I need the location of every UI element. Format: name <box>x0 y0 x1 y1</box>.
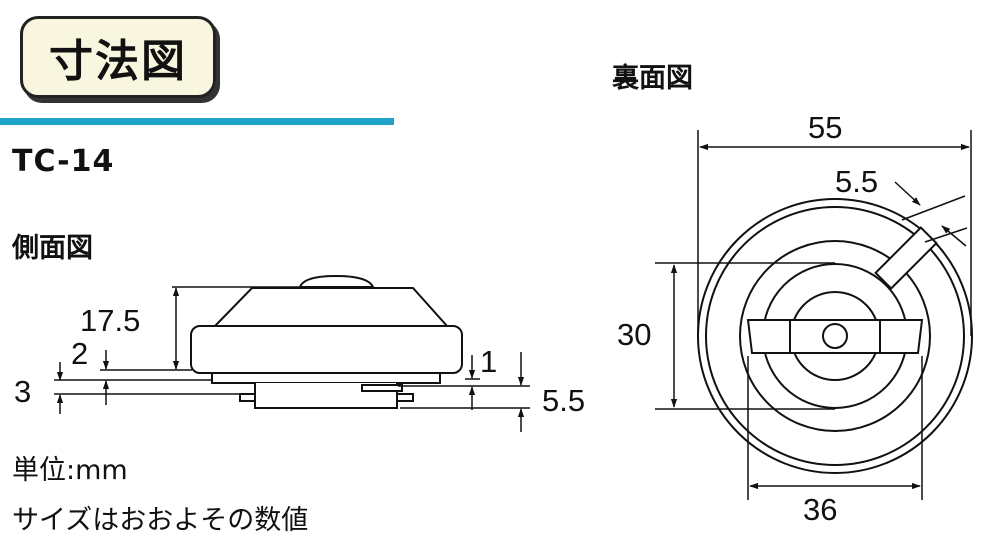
lower-band <box>211 372 441 384</box>
top-knob <box>298 274 375 288</box>
dim-right-base-5-5: 5.5 <box>542 383 585 418</box>
dim-base-3: 3 <box>14 374 31 409</box>
left-tab <box>239 393 256 402</box>
dim-width-36: 36 <box>803 492 837 527</box>
upper-body <box>212 287 450 327</box>
center-hole <box>822 323 848 349</box>
approximate-note: サイズはおおよその数値 <box>12 505 309 536</box>
back-view-label: 裏面図 <box>612 63 693 94</box>
dim-height-17-5: 17.5 <box>80 303 140 338</box>
dim-slot-5-5: 5.5 <box>835 164 878 199</box>
dim-height-30: 30 <box>617 317 651 352</box>
main-body <box>190 325 463 374</box>
right-tab <box>396 393 414 402</box>
unit-note: 単位:mm <box>12 455 128 486</box>
slot <box>874 226 938 290</box>
outer-rim-inner <box>705 206 965 466</box>
side-view-drawing <box>54 274 530 432</box>
ring-outer <box>739 240 931 432</box>
section-title: 寸法図 <box>20 16 216 98</box>
dim-top-offset-2: 2 <box>71 336 88 371</box>
base-plate <box>361 384 403 392</box>
back-view-drawing <box>655 130 973 500</box>
dim-right-top-1: 1 <box>480 344 497 379</box>
section-divider <box>0 118 394 125</box>
dim-diameter-55: 55 <box>808 110 842 145</box>
side-view-label: 側面図 <box>12 233 93 264</box>
model-number: TC-14 <box>12 144 115 179</box>
